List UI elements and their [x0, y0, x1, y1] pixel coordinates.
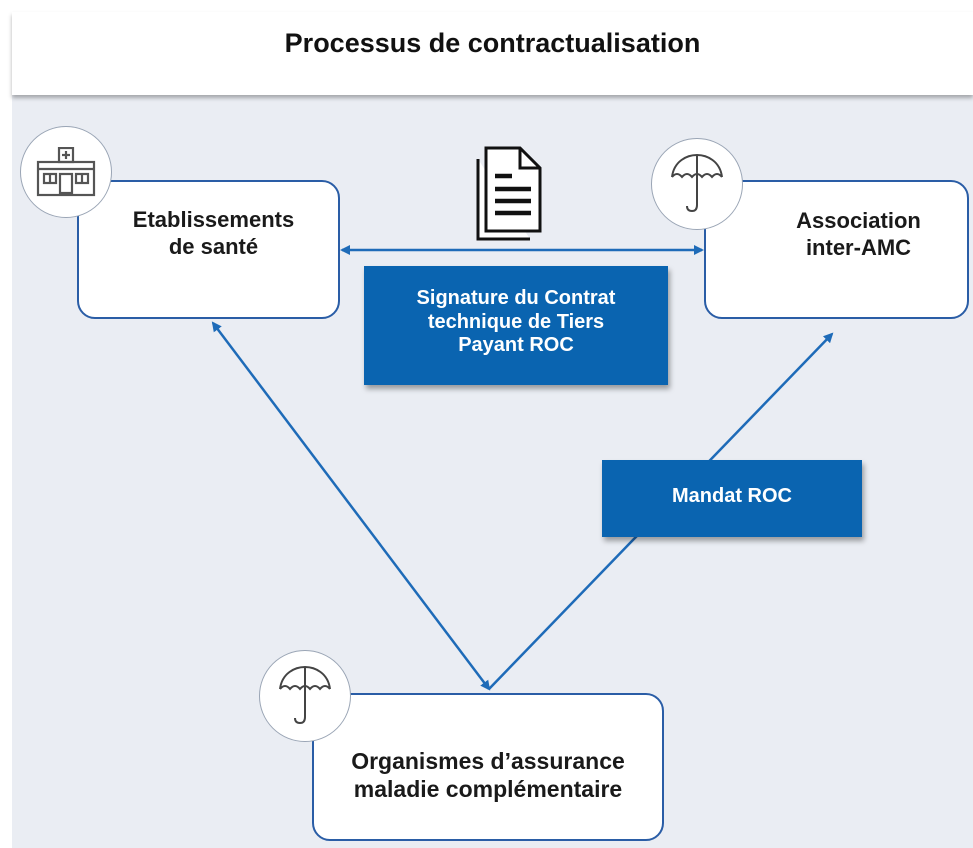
document-icon: [470, 145, 545, 242]
node-association-label: Association inter-AMC: [796, 207, 921, 260]
hospital-icon: [20, 126, 112, 218]
node-etablissements-label: Etablissements de santé: [132, 206, 295, 259]
signature-contrat-label: Signature du Contrat technique de Tiers …: [364, 266, 668, 385]
mandat-roc-label: Mandat ROC: [602, 460, 862, 537]
mandat-roc-text: Mandat ROC: [672, 485, 792, 507]
connector-etab-organismes: [211, 321, 491, 691]
umbrella-icon: [259, 650, 351, 742]
title-bar: Processus de contractualisation: [12, 12, 973, 95]
node-organismes-label: Organismes d’assurance maladie complémen…: [351, 747, 625, 802]
umbrella-icon: [651, 138, 743, 230]
node-organismes-assurance: Organismes d’assurance maladie complémen…: [312, 693, 664, 841]
node-association-inter-amc: Association inter-AMC: [704, 180, 969, 319]
signature-contrat-text: Signature du Contrat technique de Tiers …: [416, 287, 616, 357]
diagram-title: Processus de contractualisation: [284, 28, 701, 58]
node-etablissements-de-sante: Etablissements de santé: [77, 180, 340, 319]
